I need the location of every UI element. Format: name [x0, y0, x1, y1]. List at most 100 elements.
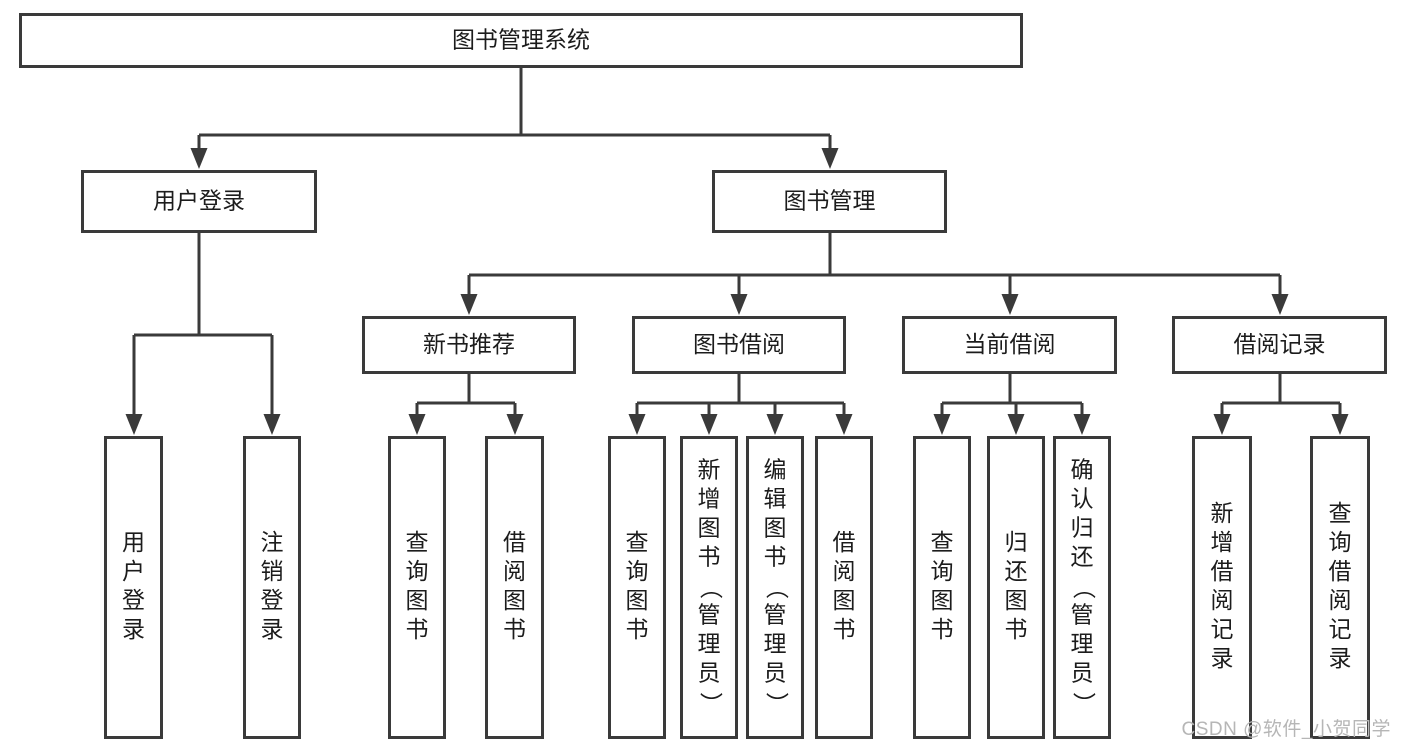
- node-label-char: 销: [261, 558, 284, 584]
- node-label-char: 借: [1329, 558, 1352, 584]
- node-leaf-query-book-1[interactable]: 查询图书查询图书: [388, 436, 446, 739]
- node-box: [608, 436, 666, 739]
- arrowhead-leaf_user_login: [125, 414, 143, 435]
- node-label-char: （: [698, 576, 724, 599]
- node-label-char: 注: [261, 529, 284, 555]
- node-leaf-return-book[interactable]: 归还图书归还图书: [987, 436, 1045, 739]
- arrowhead-leaf_borrow_book_2: [835, 414, 853, 435]
- node-label-char: 询: [626, 558, 649, 584]
- node-label-char: 询: [406, 558, 429, 584]
- node-box: [902, 316, 1117, 374]
- node-l3-new-book-rec[interactable]: 新书推荐: [362, 316, 576, 374]
- node-label-char: 图: [931, 587, 954, 613]
- node-box: [913, 436, 971, 739]
- arrowhead-leaf_add_book: [700, 414, 718, 435]
- node-label-char: 询: [931, 558, 954, 584]
- arrowhead-leaf_query_book_1: [408, 414, 426, 435]
- node-label-char: 理: [1071, 631, 1094, 657]
- node-label-char: 图: [698, 515, 721, 541]
- node-label-char: 书: [833, 616, 856, 642]
- node-label-char: 查: [406, 529, 429, 555]
- arrowhead-leaf_logout: [263, 414, 281, 435]
- node-label-char: 理: [764, 631, 787, 657]
- node-leaf-borrow-book-1[interactable]: 借阅图书借阅图书: [485, 436, 544, 739]
- node-label-char: 记: [1329, 616, 1352, 642]
- node-box: [81, 170, 317, 233]
- node-leaf-user-login[interactable]: 用户登录用户登录: [104, 436, 163, 739]
- node-box: [362, 316, 576, 374]
- node-label-char: 录: [122, 616, 145, 642]
- node-l3-current-borrow[interactable]: 当前借阅: [902, 316, 1117, 374]
- node-label-char: 图: [764, 515, 787, 541]
- node-label-char: 书: [764, 544, 787, 570]
- node-label-char: 阅: [1211, 587, 1234, 613]
- nodes-layer: 图书管理系统用户登录图书管理新书推荐图书借阅当前借阅借阅记录用户登录用户登录注销…: [19, 13, 1387, 739]
- node-label-char: 增: [698, 486, 721, 512]
- node-label-char: 登: [261, 587, 284, 613]
- node-label-char: （: [764, 576, 790, 599]
- node-label-char: 新: [698, 457, 721, 483]
- node-l3-borrow-record[interactable]: 借阅记录: [1172, 316, 1387, 374]
- node-label-char: 管: [698, 602, 721, 628]
- node-label-char: 新: [1211, 500, 1234, 526]
- node-label-char: 确: [1071, 457, 1094, 483]
- node-leaf-logout[interactable]: 注销登录注销登录: [243, 436, 301, 739]
- node-label-char: 图: [1005, 587, 1028, 613]
- node-label-char: 阅: [1329, 587, 1352, 613]
- node-label: 图书管理: [784, 188, 876, 214]
- node-leaf-query-book-3[interactable]: 查询图书查询图书: [913, 436, 971, 739]
- node-label-char: 理: [698, 631, 721, 657]
- node-root[interactable]: 图书管理系统: [19, 13, 1023, 68]
- node-l2-user-login[interactable]: 用户登录: [81, 170, 317, 233]
- node-label-char: 录: [1329, 645, 1352, 671]
- arrowhead-l2_user_login: [190, 148, 208, 169]
- node-label-char: 阅: [503, 558, 526, 584]
- node-box: [104, 436, 163, 739]
- node-label-char: 询: [1329, 529, 1352, 555]
- node-box: [19, 13, 1023, 68]
- edges-layer: [125, 68, 1349, 435]
- node-label-char: 管: [764, 602, 787, 628]
- node-leaf-query-record[interactable]: 查询借阅记录查询借阅记录: [1310, 436, 1370, 739]
- node-label-char: 查: [626, 529, 649, 555]
- node-box: [243, 436, 301, 739]
- node-label-char: 登: [122, 587, 145, 613]
- node-l3-book-borrow[interactable]: 图书借阅: [632, 316, 846, 374]
- node-box: [712, 170, 947, 233]
- arrowhead-leaf_query_book_3: [933, 414, 951, 435]
- node-label-char: 归: [1071, 515, 1094, 541]
- arrowhead-l2_book_mgmt: [821, 148, 839, 169]
- node-label-char: 查: [931, 529, 954, 555]
- node-label-char: ）: [698, 692, 724, 715]
- arrowhead-leaf_query_record: [1331, 414, 1349, 435]
- arrowhead-l3_borrow_record: [1271, 294, 1289, 315]
- node-label-char: 查: [1329, 500, 1352, 526]
- node-label-char: 图: [833, 587, 856, 613]
- arrowhead-leaf_add_record: [1213, 414, 1231, 435]
- node-label-char: 图: [626, 587, 649, 613]
- node-l2-book-mgmt[interactable]: 图书管理: [712, 170, 947, 233]
- arrowhead-leaf_query_book_2: [628, 414, 646, 435]
- node-label-char: 归: [1005, 529, 1028, 555]
- node-box: [1053, 436, 1111, 739]
- node-label: 当前借阅: [964, 331, 1056, 357]
- node-label-char: 借: [1211, 558, 1234, 584]
- node-leaf-add-record[interactable]: 新增借阅记录新增借阅记录: [1192, 436, 1252, 739]
- node-leaf-query-book-2[interactable]: 查询图书查询图书: [608, 436, 666, 739]
- node-label-char: 录: [261, 616, 284, 642]
- node-label-char: 员: [764, 660, 787, 686]
- node-box: [1172, 316, 1387, 374]
- node-label-char: 记: [1211, 616, 1234, 642]
- node-leaf-borrow-book-2[interactable]: 借阅图书借阅图书: [815, 436, 873, 739]
- arrowhead-leaf_return_book: [1007, 414, 1025, 435]
- node-box: [485, 436, 544, 739]
- node-label-char: 认: [1071, 486, 1094, 512]
- node-label: 新书推荐: [423, 331, 515, 357]
- node-label-char: 编: [764, 457, 787, 483]
- node-label-char: 还: [1071, 544, 1094, 570]
